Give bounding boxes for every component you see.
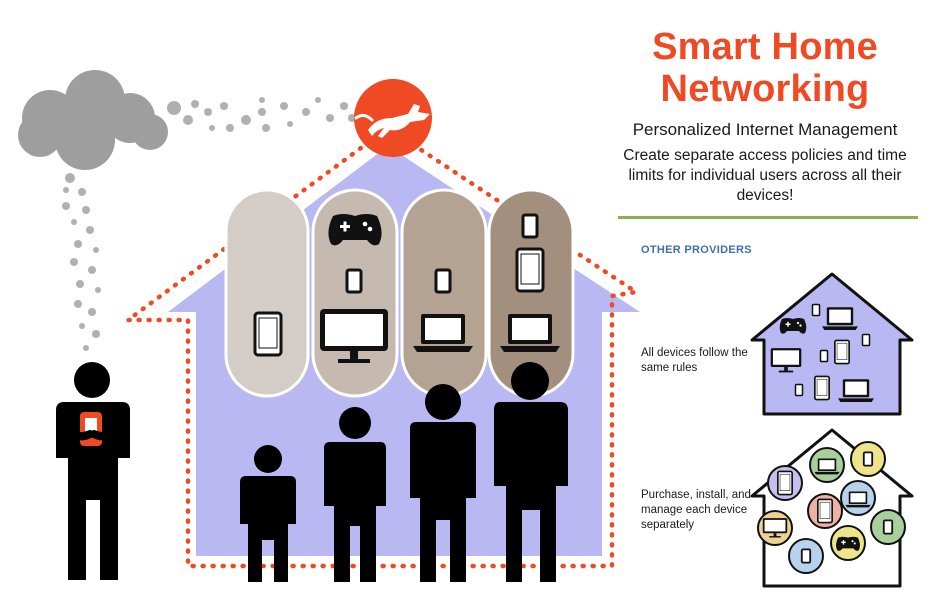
tablet-icon [834,339,850,365]
user-device-pill-2 [311,188,399,398]
same-rules-caption: All devices follow the same rules [641,347,748,374]
phone-icon [811,303,821,317]
laptop-icon [822,307,858,330]
person-icon [240,445,296,582]
phone-icon [794,383,804,397]
person-with-phone [56,362,130,580]
phone-connection-dots [62,173,101,351]
title-line-1: Smart Home [652,26,878,68]
phone-icon [434,268,452,294]
other-providers-house-shared [750,272,914,416]
page-title: Smart Home Networking [600,26,930,110]
person-icon [494,362,568,582]
tablet-icon [515,247,545,293]
laptop-icon [413,314,473,352]
person-icon [410,384,476,582]
laptop-icon [838,379,874,402]
divider [618,216,918,219]
other-providers-heading: OTHER PROVIDERS [641,244,752,256]
laptop-icon [500,314,560,352]
phone-icon [345,268,363,294]
separate-management-caption: Purchase, install, and manage each devic… [641,489,751,531]
family-members [56,362,568,582]
cloud-icon [18,70,168,170]
phone-icon [521,213,539,239]
phone-icon [819,349,829,363]
person-icon [324,407,386,582]
tablet-icon [814,375,830,401]
user-device-pill-3 [400,188,488,398]
description: Create separate access policies and time… [623,147,907,204]
cloud-connection-dots [167,97,356,132]
phone-icon [861,333,871,347]
tablet-icon [253,311,283,357]
user-device-pill-1 [224,188,310,398]
subtitle: Personalized Internet Management [632,120,898,139]
title-line-2: Networking [660,68,870,110]
dog-logo-icon [354,79,432,157]
other-providers-house-separate [750,428,914,588]
